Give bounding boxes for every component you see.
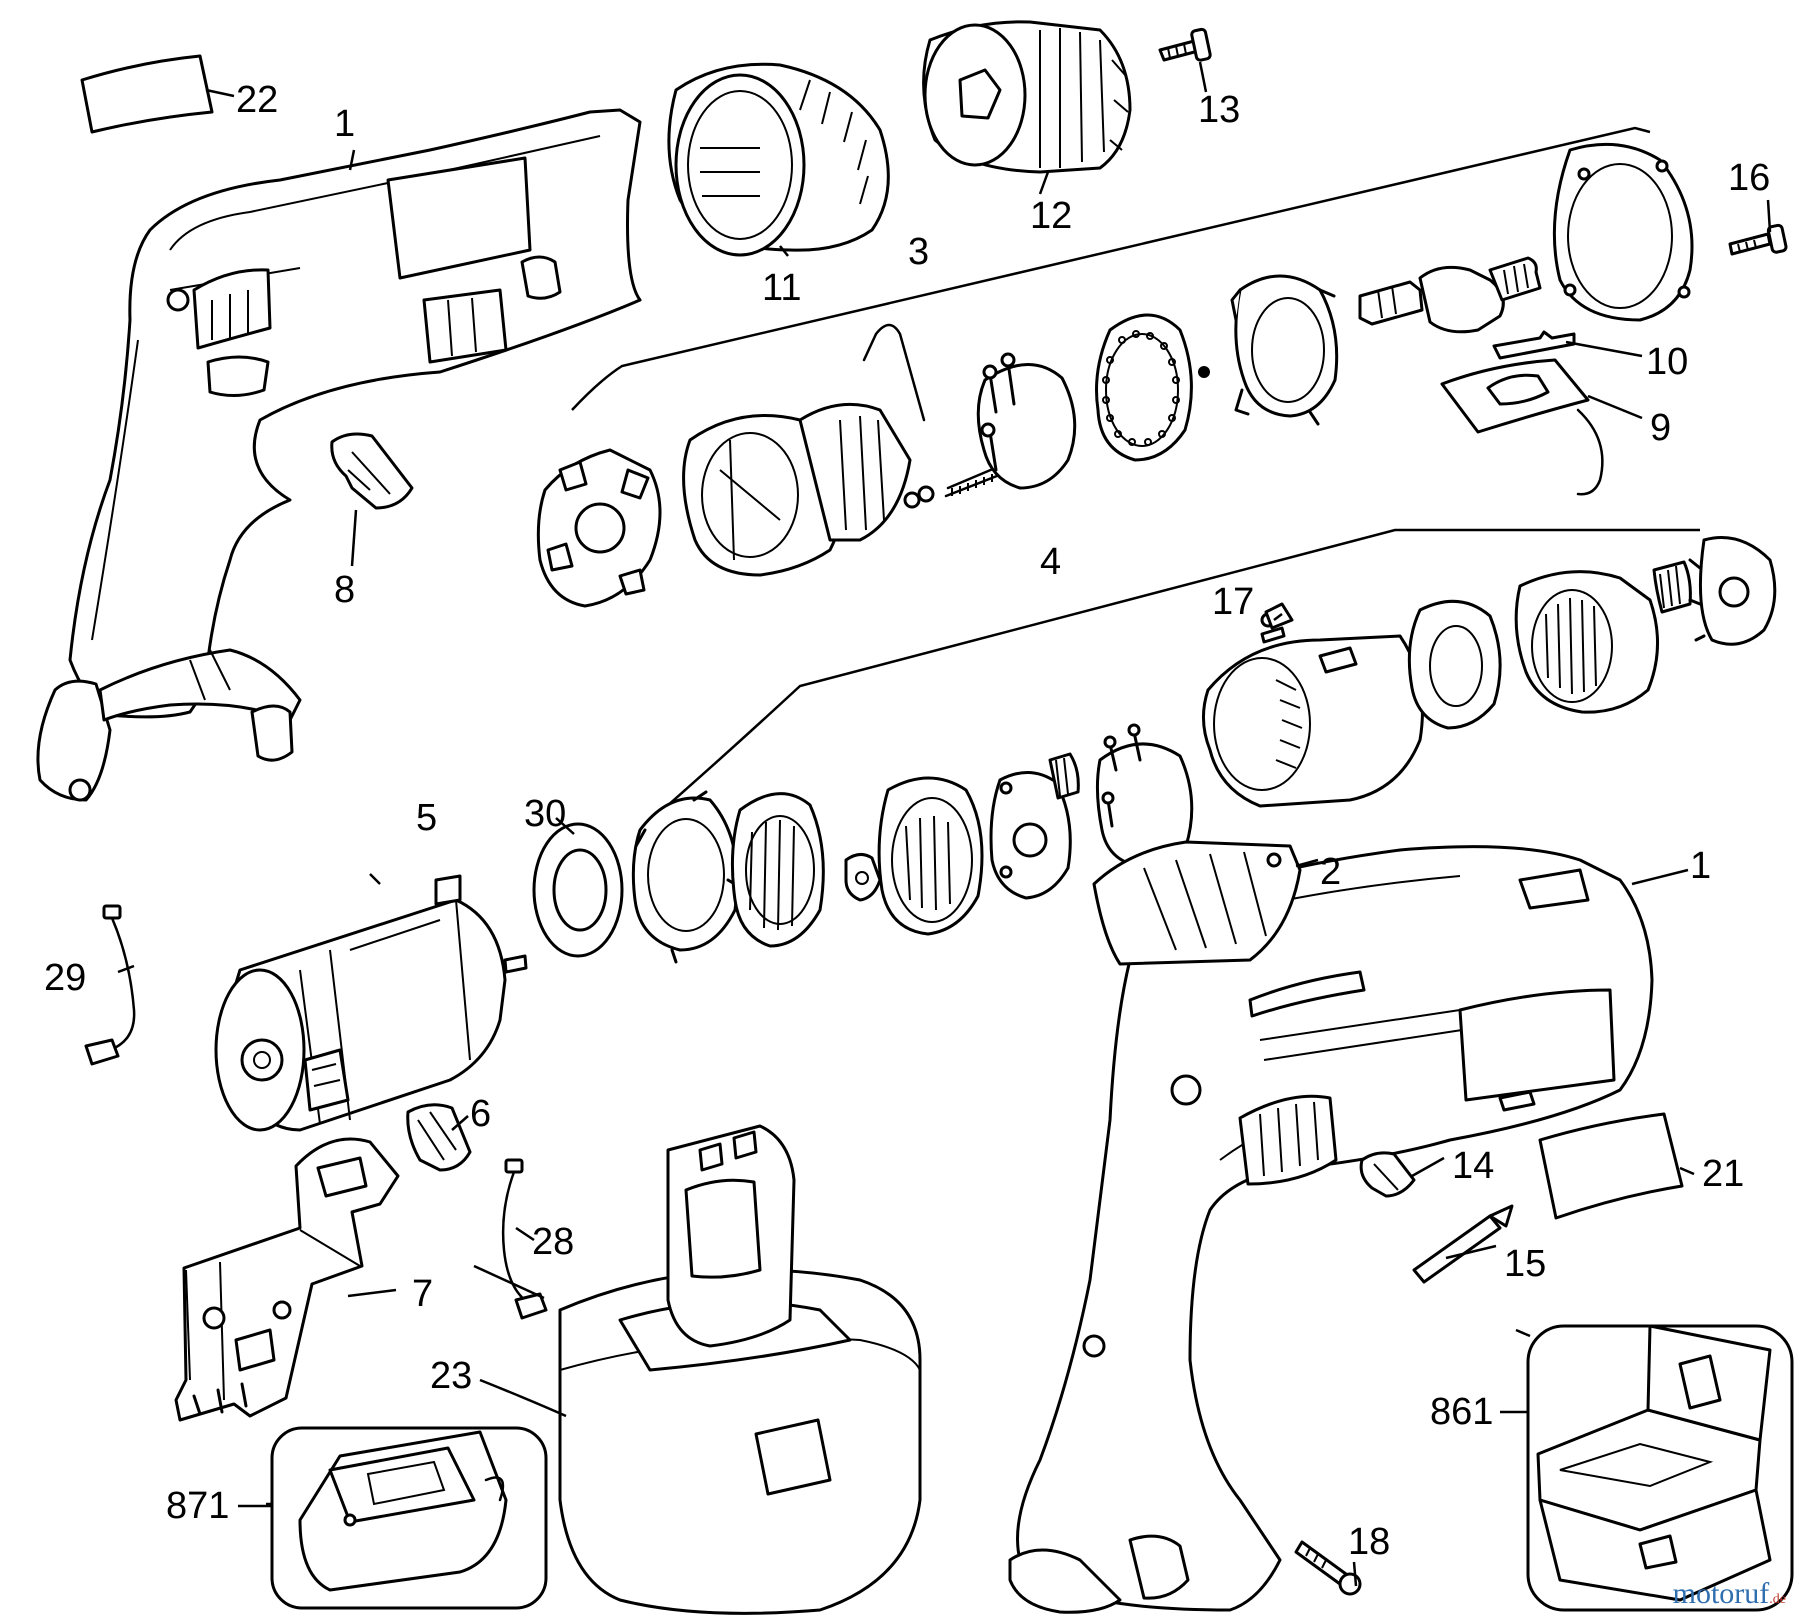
callout-861: 861	[1430, 1391, 1493, 1433]
callout-14: 14	[1452, 1145, 1494, 1187]
part-8-clip	[330, 432, 414, 510]
callout-23: 23	[430, 1355, 472, 1397]
part-23-battery-pack	[558, 1124, 922, 1615]
part-30-washer	[532, 822, 624, 958]
callout-10: 10	[1646, 341, 1688, 383]
part-9-plate	[1440, 358, 1604, 496]
callout-3: 3	[908, 231, 929, 273]
part-2-vent-cover	[1092, 840, 1302, 966]
part-22-label	[80, 54, 214, 134]
callout-2: 2	[1320, 851, 1341, 893]
part-5-motor	[214, 874, 528, 1132]
callout-9: 9	[1650, 407, 1671, 449]
part-7-switch	[174, 1137, 400, 1422]
part-14-clip	[1359, 1151, 1416, 1198]
part-861-case	[1526, 1324, 1794, 1612]
watermark-text: motoruf	[1672, 1577, 1770, 1610]
part-17-screw	[1260, 626, 1286, 644]
part-3-ball-ring-dots	[1102, 330, 1180, 446]
part-29-wire-lead	[84, 904, 136, 1066]
callout-29: 29	[44, 957, 86, 999]
callout-13: 13	[1198, 89, 1240, 131]
callout-6: 6	[470, 1093, 491, 1135]
part-28-wire-lead	[501, 1158, 548, 1320]
callout-12: 12	[1030, 195, 1072, 237]
watermark: motoruf.de	[1673, 1577, 1786, 1611]
callout-connectors	[238, 1378, 1528, 1508]
part-871-charger	[270, 1426, 548, 1610]
callout-15: 15	[1504, 1243, 1546, 1285]
part-21-label	[1538, 1112, 1684, 1220]
part-1-housing-right	[1008, 845, 1654, 1614]
callout-22: 22	[236, 79, 278, 121]
callout-4: 4	[1040, 541, 1061, 583]
part-4-gearbox-assembly	[631, 536, 1777, 964]
part-13-screw	[1158, 27, 1212, 62]
callout-1-right: 1	[1690, 845, 1711, 887]
part-3-assembly-bracket	[571, 126, 1651, 411]
callout-28: 28	[532, 1221, 574, 1263]
part-16-screw	[1728, 223, 1788, 256]
callout-8: 8	[334, 569, 355, 611]
part-3-clutch-assembly	[536, 142, 1694, 608]
callout-18: 18	[1348, 1521, 1390, 1563]
callout-21: 21	[1702, 1153, 1744, 1195]
part-6-brush-holder	[406, 1103, 472, 1172]
callout-numbers: 22 1 1 2 3 4 5 6 7 8 9 10 11 12 13 14 15…	[44, 79, 1770, 1563]
part-10-spring	[1492, 330, 1576, 360]
callout-16: 16	[1728, 157, 1770, 199]
watermark-suffix: .de	[1769, 1592, 1786, 1607]
leader-lines	[117, 61, 1772, 1587]
part-15-bit	[1412, 1204, 1514, 1284]
callout-17: 17	[1212, 581, 1254, 623]
callout-1-top: 1	[334, 103, 355, 145]
callout-7: 7	[412, 1273, 433, 1315]
part-1-housing-left	[36, 108, 642, 802]
callout-11: 11	[762, 267, 801, 309]
callout-5: 5	[416, 797, 437, 839]
part-11-clutch-collar	[667, 62, 890, 257]
callout-30: 30	[524, 793, 566, 835]
part-12-chuck	[922, 20, 1132, 174]
callout-871: 871	[166, 1485, 229, 1527]
